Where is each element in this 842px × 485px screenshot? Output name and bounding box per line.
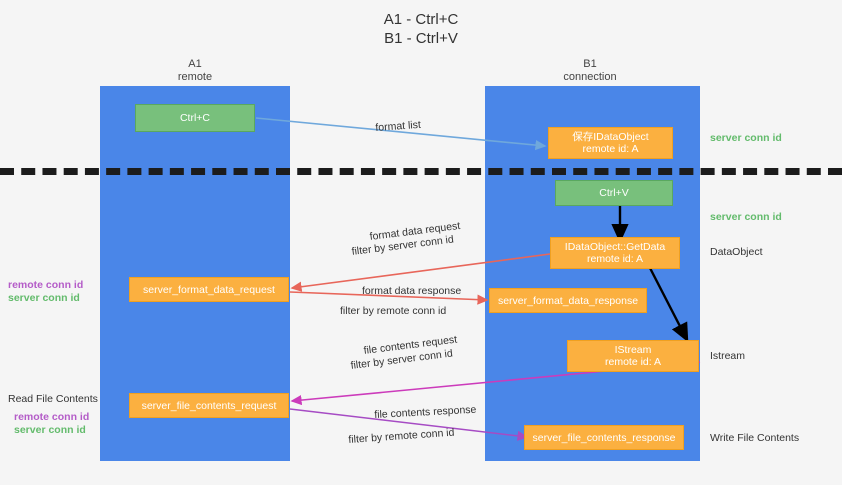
- edge-filter-file-contents-response: filter by remote conn id: [348, 427, 455, 447]
- column-b1-name: B1: [583, 58, 597, 70]
- left-label-conn-ids-top: remote conn id server conn id: [8, 279, 83, 305]
- right-label-istream: Istream: [710, 350, 746, 362]
- box-ctrl-c[interactable]: Ctrl+C: [135, 104, 255, 132]
- right-label-server-conn-id-mid-text: server conn id: [710, 211, 782, 223]
- box-ctrl-c-label: Ctrl+C: [179, 112, 211, 124]
- remote-conn-id-2: remote conn id: [384, 426, 455, 444]
- box-server-format-data-response-label: server_format_data_response: [497, 294, 639, 307]
- box-server-file-contents-request[interactable]: server_file_contents_request: [129, 393, 289, 418]
- box-idataobject-getdata[interactable]: IDataObject::GetData remote id: A: [550, 237, 680, 269]
- box-server-format-data-request[interactable]: server_format_data_request: [129, 277, 289, 302]
- right-label-server-conn-id-top: server conn id: [710, 132, 782, 145]
- edge-filter-format-data-response: filter by remote conn id: [340, 305, 446, 318]
- box-save-idataobject-line1: 保存IDataObject: [572, 131, 649, 143]
- filter-by-text-4: filter by: [348, 431, 383, 446]
- page-title-line2: B1 - Ctrl+V: [384, 30, 458, 47]
- left-remote-conn-id-1: remote conn id: [8, 279, 84, 291]
- box-server-format-data-response[interactable]: server_format_data_response: [489, 288, 647, 313]
- box-ctrl-v-label: Ctrl+V: [599, 187, 629, 199]
- left-server-conn-id-2: server conn id: [14, 424, 86, 436]
- right-label-dataobject: DataObject: [710, 246, 763, 258]
- box-server-file-contents-response-label: server_file_contents_response: [532, 431, 676, 444]
- box-getdata-line1: IDataObject::GetData: [564, 241, 666, 253]
- filter-by-text-2: filter by: [340, 305, 374, 317]
- box-server-file-contents-request-label: server_file_contents_request: [141, 399, 277, 412]
- edge-label-file-contents-response: file contents response: [374, 403, 477, 421]
- right-label-server-conn-id-mid: server conn id: [710, 211, 782, 224]
- column-a1-name: A1: [188, 58, 202, 70]
- box-istream-line1: IStream: [614, 344, 652, 356]
- edge-label-format-list: format list: [375, 118, 422, 134]
- left-remote-conn-id-2: remote conn id: [14, 411, 90, 423]
- right-label-write-file-contents: Write File Contents: [710, 432, 800, 444]
- box-getdata-line2: remote id: A: [586, 253, 644, 265]
- left-label-read-file-contents: Read File Contents: [8, 393, 98, 405]
- box-save-idataobject-line2: remote id: A: [582, 143, 639, 155]
- left-server-conn-id-1: server conn id: [8, 292, 80, 304]
- column-b1-sub: connection: [563, 71, 617, 83]
- remote-conn-id-1: remote conn id: [376, 305, 447, 317]
- filter-by-text-3: filter by: [350, 355, 386, 372]
- phase-divider-dashed-line: [0, 168, 842, 175]
- box-server-format-data-request-label: server_format_data_request: [143, 283, 275, 296]
- column-header-b1: B1 connection: [515, 58, 665, 84]
- box-istream[interactable]: IStream remote id: A: [567, 340, 699, 372]
- edge-label-format-data-response: format data response: [362, 285, 462, 297]
- column-header-a1: A1 remote: [120, 58, 270, 84]
- filter-by-text-1: filter by: [351, 241, 387, 258]
- page-title-line1: A1 - Ctrl+C: [383, 11, 459, 28]
- right-label-server-conn-id-top-text: server conn id: [710, 132, 782, 144]
- column-a1-sub: remote: [177, 71, 213, 83]
- left-label-conn-ids-bottom: remote conn id server conn id: [14, 411, 89, 437]
- box-istream-line2: remote id: A: [604, 356, 662, 368]
- box-save-idataobject[interactable]: 保存IDataObject remote id: A: [548, 127, 673, 159]
- box-server-file-contents-response[interactable]: server_file_contents_response: [524, 425, 684, 450]
- box-ctrl-v[interactable]: Ctrl+V: [555, 180, 673, 206]
